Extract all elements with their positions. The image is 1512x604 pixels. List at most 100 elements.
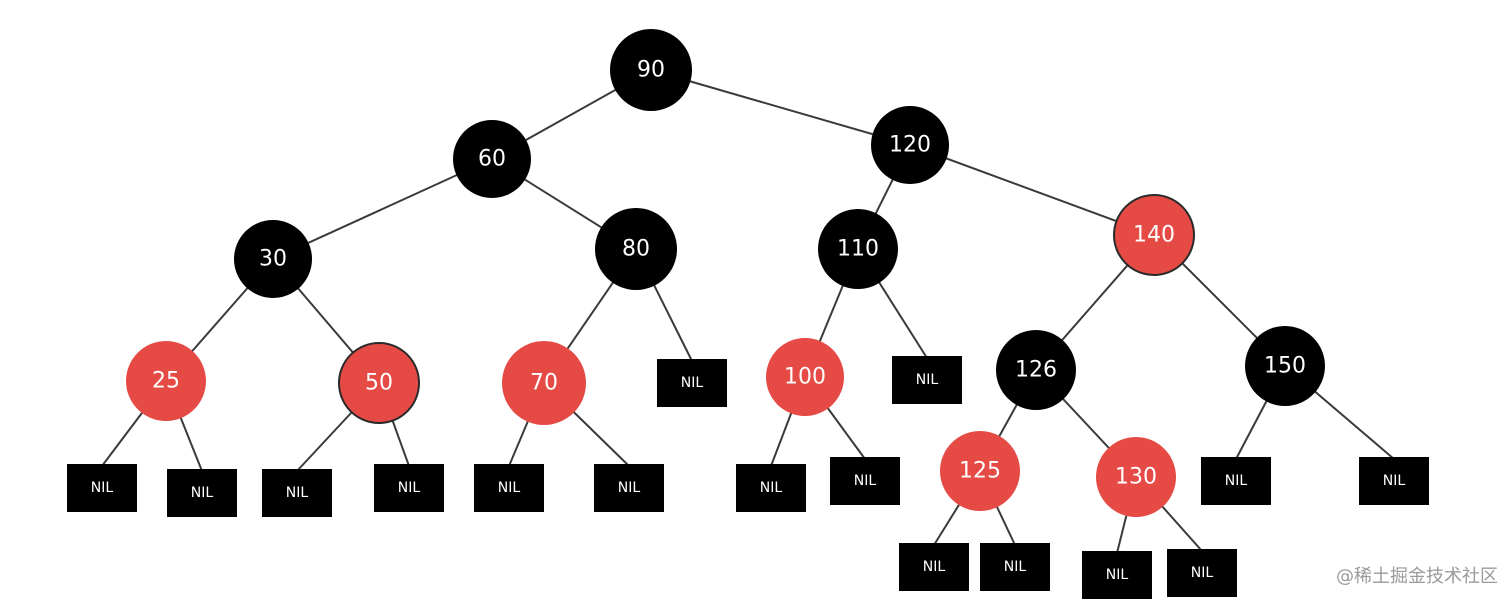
node-circle	[453, 120, 531, 198]
nil-label: NIL	[91, 480, 114, 496]
tree-node-150: 150	[1245, 326, 1325, 406]
nil-label: NIL	[1383, 473, 1406, 489]
nil-label: NIL	[923, 559, 946, 575]
node-value: 100	[784, 365, 826, 390]
nil-box	[67, 464, 137, 512]
tree-edge	[909, 144, 1155, 236]
node-circle	[234, 220, 312, 298]
node-circle	[1245, 326, 1325, 406]
nil-leaf: NIL	[167, 469, 237, 517]
nil-box	[1167, 549, 1237, 597]
nil-leaves: NIL NIL NIL NIL NIL NIL NIL NIL NIL NIL NIL NIL NIL N…	[67, 356, 1429, 599]
node-value: 140	[1133, 223, 1175, 248]
nil-box	[736, 464, 806, 512]
node-circle	[1096, 437, 1176, 517]
nil-leaf: NIL	[892, 356, 962, 404]
nil-leaf: NIL	[67, 464, 137, 512]
nil-label: NIL	[191, 485, 214, 501]
node-circle	[766, 338, 844, 416]
nil-leaf: NIL	[899, 543, 969, 591]
tree-node-30: 30	[234, 220, 312, 298]
tree-edge	[650, 69, 911, 146]
nil-box	[594, 464, 664, 512]
nil-box	[1359, 457, 1429, 505]
tree-node-110: 110	[818, 209, 898, 289]
node-circle	[595, 208, 677, 290]
node-circle	[871, 106, 949, 184]
nil-label: NIL	[760, 480, 783, 496]
nil-box	[167, 469, 237, 517]
node-circle	[1113, 194, 1195, 276]
tree-node-140: 140	[1113, 194, 1195, 276]
nil-leaf: NIL	[1082, 551, 1152, 599]
nil-leaf: NIL	[657, 359, 727, 407]
nil-leaf: NIL	[262, 469, 332, 517]
tree-node-120: 120	[871, 106, 949, 184]
nil-box	[474, 464, 544, 512]
nil-box	[899, 543, 969, 591]
tree-edge	[272, 158, 493, 260]
node-value: 126	[1015, 358, 1057, 383]
node-value: 50	[365, 371, 393, 396]
node-value: 90	[637, 58, 665, 83]
tree-node-80: 80	[595, 208, 677, 290]
tree-node-60: 60	[453, 120, 531, 198]
node-circle	[610, 29, 692, 111]
node-value: 120	[889, 133, 931, 158]
tree-node-90: 90	[610, 29, 692, 111]
node-circle	[338, 342, 420, 424]
node-circle	[126, 341, 206, 421]
tree-node-100: 100	[766, 338, 844, 416]
nil-box	[980, 543, 1050, 591]
nil-leaf: NIL	[1359, 457, 1429, 505]
nil-box	[1082, 551, 1152, 599]
nil-label: NIL	[1106, 567, 1129, 583]
node-value: 25	[152, 369, 180, 394]
node-value: 80	[622, 237, 650, 262]
nil-label: NIL	[498, 480, 521, 496]
nil-label: NIL	[854, 473, 877, 489]
nil-box	[892, 356, 962, 404]
tree-node-126: 126	[996, 330, 1076, 410]
nil-leaf: NIL	[980, 543, 1050, 591]
nil-leaf: NIL	[736, 464, 806, 512]
node-value: 30	[259, 247, 287, 272]
node-value: 150	[1264, 354, 1306, 379]
nil-box	[830, 457, 900, 505]
node-circle	[818, 209, 898, 289]
tree-node-25: 25	[126, 341, 206, 421]
nil-box	[262, 469, 332, 517]
nil-leaf: NIL	[594, 464, 664, 512]
node-circle	[940, 431, 1020, 511]
nil-leaf: NIL	[374, 464, 444, 512]
nil-box	[657, 359, 727, 407]
nil-label: NIL	[1225, 473, 1248, 489]
nil-label: NIL	[398, 480, 421, 496]
nil-leaf: NIL	[474, 464, 544, 512]
watermark: @稀土掘金技术社区	[1336, 566, 1498, 587]
nil-leaf: NIL	[1167, 549, 1237, 597]
nil-label: NIL	[1004, 559, 1027, 575]
nil-label: NIL	[916, 372, 939, 388]
node-value: 110	[837, 237, 879, 262]
node-circle	[502, 341, 586, 425]
tree-node-125: 125	[940, 431, 1020, 511]
nil-box	[374, 464, 444, 512]
tree-node-70: 70	[502, 341, 586, 425]
tree-node-130: 130	[1096, 437, 1176, 517]
node-value: 60	[478, 147, 506, 172]
node-value: 125	[959, 459, 1001, 484]
node-value: 130	[1115, 465, 1157, 490]
tree-nodes: 90 60 120 30 80 110 140 25 50 70 100 126 150 125 130	[126, 29, 1325, 517]
nil-box	[1201, 457, 1271, 505]
tree-node-50: 50	[338, 342, 420, 424]
nil-leaf: NIL	[830, 457, 900, 505]
node-circle	[996, 330, 1076, 410]
nil-label: NIL	[618, 480, 641, 496]
nil-label: NIL	[681, 375, 704, 391]
nil-label: NIL	[1191, 565, 1214, 581]
nil-leaf: NIL	[1201, 457, 1271, 505]
nil-label: NIL	[286, 485, 309, 501]
node-value: 70	[530, 371, 558, 396]
